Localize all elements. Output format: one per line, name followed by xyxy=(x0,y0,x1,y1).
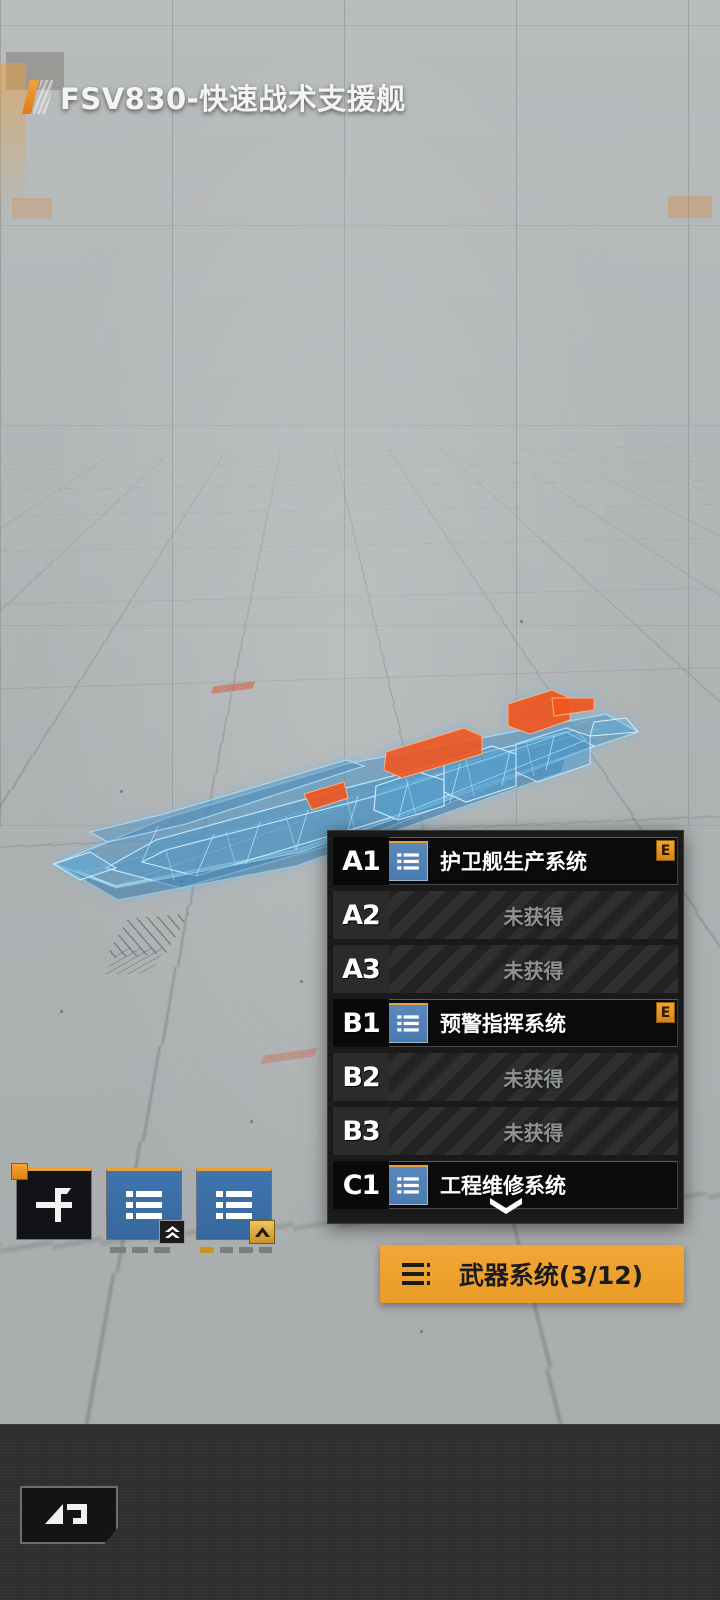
background-wall-grid xyxy=(0,0,720,826)
list-lines-icon xyxy=(380,1261,452,1287)
rank-badge: E xyxy=(656,1002,675,1023)
tile-slot-3 xyxy=(196,1168,275,1253)
new-badge xyxy=(11,1163,28,1180)
module-row-a2[interactable]: A2 未获得 xyxy=(333,891,678,939)
rank-badge: E xyxy=(656,840,675,861)
module-row-body: 预警指挥系统 E xyxy=(389,999,678,1047)
module-code: B1 xyxy=(342,1007,380,1039)
module-list-panel[interactable]: A1 护卫舰生产系统 E A2 未获得 A3 未获得 B1 xyxy=(327,830,684,1224)
ship-hologram-model[interactable] xyxy=(46,636,646,926)
module-tile-list-2[interactable] xyxy=(196,1168,275,1244)
tile-slot-2 xyxy=(106,1168,185,1253)
list-icon xyxy=(389,841,428,881)
module-code: A1 xyxy=(342,845,381,877)
ship-blueprint-tile[interactable] xyxy=(11,1163,92,1240)
module-row-body: 未获得 xyxy=(389,891,678,939)
module-locked-label: 未获得 xyxy=(503,958,564,983)
module-row-body: 未获得 xyxy=(389,1107,678,1155)
module-locked-label: 未获得 xyxy=(503,1120,564,1145)
module-label: 工程维修系统 xyxy=(440,1174,566,1198)
module-row-body: 护卫舰生产系统 E xyxy=(389,837,678,885)
module-label: 护卫舰生产系统 xyxy=(440,850,587,874)
module-code: A2 xyxy=(342,899,381,931)
module-locked-label: 未获得 xyxy=(503,1066,564,1091)
back-button[interactable] xyxy=(20,1486,118,1544)
chevron-up-gold-icon xyxy=(249,1220,275,1244)
ship-blueprint-icon xyxy=(36,1188,72,1222)
module-row-body: 工程维修系统 xyxy=(389,1161,678,1209)
weapon-system-label: 武器系统(3/12) xyxy=(458,1261,644,1290)
module-row-a3[interactable]: A3 未获得 xyxy=(333,945,678,993)
tile-slot-indicators xyxy=(106,1247,182,1253)
module-tile-list-1[interactable] xyxy=(106,1168,185,1244)
back-arrow-icon xyxy=(45,1504,87,1524)
double-chevron-up-icon xyxy=(159,1220,185,1244)
module-tile-bar xyxy=(11,1163,275,1253)
bottom-bar xyxy=(0,1424,720,1600)
wall-accent-stripe xyxy=(0,63,26,213)
hangar-scene: FSV830-快速战术支援舰 A1 护卫舰生产系统 E A2 未获得 A3 xyxy=(0,0,720,1424)
module-row-body: 未获得 xyxy=(389,1053,678,1101)
module-row-b1[interactable]: B1 预警指挥系统 E xyxy=(333,999,678,1047)
module-code: A3 xyxy=(342,953,381,985)
module-row-a1[interactable]: A1 护卫舰生产系统 E xyxy=(333,837,678,885)
module-row-b3[interactable]: B3 未获得 xyxy=(333,1107,678,1155)
list-icon xyxy=(389,1165,428,1205)
module-row-body: 未获得 xyxy=(389,945,678,993)
page-title-text: FSV830-快速战术支援舰 xyxy=(60,82,406,116)
weapon-system-button[interactable]: 武器系统(3/12) xyxy=(380,1245,684,1303)
module-locked-label: 未获得 xyxy=(503,904,564,929)
module-row-b2[interactable]: B2 未获得 xyxy=(333,1053,678,1101)
tile-slot-1 xyxy=(11,1163,92,1253)
module-code: C1 xyxy=(342,1169,381,1201)
module-label: 预警指挥系统 xyxy=(440,1012,566,1036)
module-row-c1[interactable]: C1 工程维修系统 xyxy=(333,1161,678,1209)
list-icon xyxy=(126,1191,162,1219)
highlighted-module-group xyxy=(303,689,595,811)
module-code: B2 xyxy=(342,1061,380,1093)
list-icon xyxy=(389,1003,428,1043)
page-title: FSV830-快速战术支援舰 xyxy=(0,76,406,118)
module-code: B3 xyxy=(342,1115,380,1147)
tile-slot-indicators xyxy=(196,1247,272,1253)
list-icon xyxy=(216,1191,252,1219)
wall-plate-accent-right xyxy=(668,196,712,218)
